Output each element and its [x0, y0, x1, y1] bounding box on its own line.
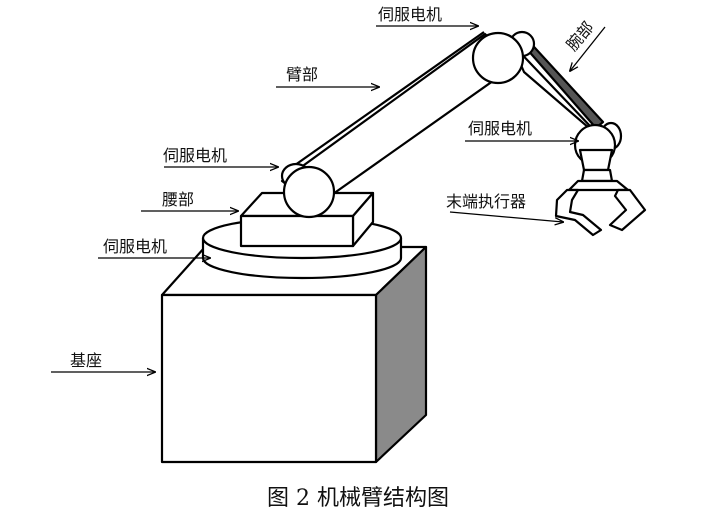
label-arm: 臂部: [286, 65, 318, 84]
label-servo-base: 伺服电机: [103, 237, 167, 256]
label-end-effector: 末端执行器: [446, 192, 526, 211]
base-block: [160, 245, 428, 464]
label-servo-right: 伺服电机: [468, 119, 532, 138]
label-servo-left: 伺服电机: [163, 146, 227, 165]
leader-arrows: [51, 26, 606, 372]
label-servo-top: 伺服电机: [378, 5, 442, 24]
gripper: [554, 168, 647, 237]
shoulder-joint: [280, 162, 336, 219]
label-waist: 腰部: [162, 190, 194, 209]
label-base: 基座: [70, 351, 102, 370]
wrist-joint: [573, 121, 623, 172]
elbow-joint: [471, 30, 536, 85]
label-wrist: 腕部: [563, 18, 598, 55]
figure-caption: 图 2 机械臂结构图: [267, 486, 449, 511]
